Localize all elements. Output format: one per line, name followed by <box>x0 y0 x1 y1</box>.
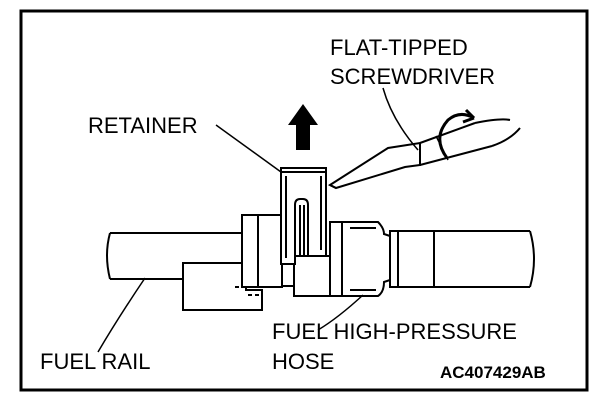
connector-body <box>241 214 335 297</box>
diagram-frame <box>19 9 589 392</box>
retainer-leader <box>215 124 282 173</box>
hose-label-line1: FUEL HIGH-PRESSURE <box>272 319 517 344</box>
leader-lines <box>97 87 419 353</box>
figure-code: AC407429AB <box>440 363 546 382</box>
rotation-arrow-icon <box>438 108 476 159</box>
hose-tube <box>434 230 535 288</box>
screwdriver-label-line2: SCREWDRIVER <box>330 64 495 89</box>
screwdriver-label-line1: FLAT-TIPPED <box>330 35 468 60</box>
fuel-rail <box>106 232 242 280</box>
fuel-high-pressure-hose <box>329 221 435 297</box>
hose-label-line2: HOSE <box>272 349 334 374</box>
retainer-clip <box>280 167 327 265</box>
screwdriver-leader <box>382 87 419 151</box>
hose-leader <box>317 294 364 331</box>
fuel-rail-label: FUEL RAIL <box>40 349 150 374</box>
flat-tipped-screwdriver <box>327 118 521 190</box>
retainer-label: RETAINER <box>88 113 198 138</box>
fuel-rail-leader <box>97 277 146 353</box>
up-arrow-icon <box>288 104 318 150</box>
